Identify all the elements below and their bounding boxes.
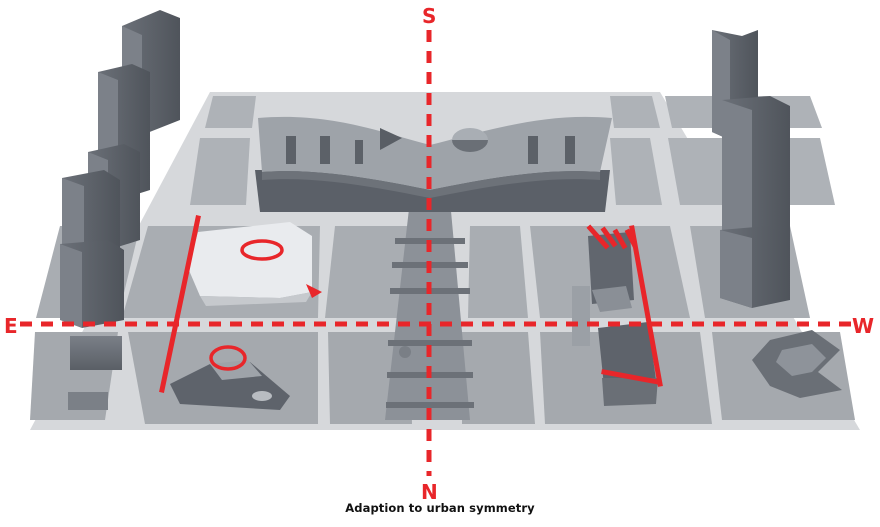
symmetry-highlights bbox=[159, 215, 663, 393]
sloped-building bbox=[170, 345, 290, 410]
diagram-caption: Adaption to urban symmetry bbox=[345, 501, 535, 515]
right-towers bbox=[712, 30, 842, 398]
white-pavilion bbox=[188, 222, 322, 306]
compass-west-label: W bbox=[852, 314, 875, 338]
left-towers bbox=[60, 10, 180, 410]
compass-north-label: N bbox=[421, 480, 438, 504]
station-building bbox=[255, 116, 612, 212]
right-mid-building bbox=[572, 232, 658, 406]
compass-south-label: S bbox=[422, 4, 437, 28]
compass-east-label: E bbox=[4, 314, 18, 338]
